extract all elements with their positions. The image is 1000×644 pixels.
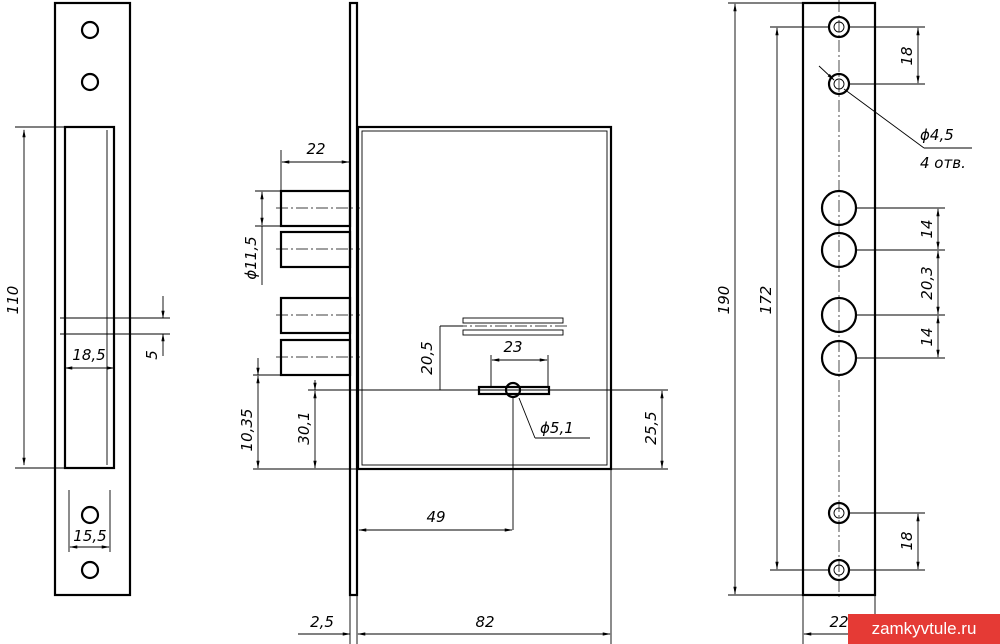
key-hole-height-label: 20,5 bbox=[418, 341, 436, 374]
strike-latch-height-label: 5 bbox=[143, 350, 161, 360]
strike-bottom-width-label: 15,5 bbox=[73, 527, 106, 545]
spindle-offset-right-label: 25,5 bbox=[642, 411, 660, 444]
spindle-offset-label: 30,1 bbox=[295, 411, 313, 444]
screw-hole-count-label: 4 отв. bbox=[920, 154, 966, 172]
bolt bbox=[279, 230, 352, 269]
lock-case-outline bbox=[356, 125, 613, 471]
body-depth-label: 82 bbox=[475, 613, 494, 631]
screw-hole bbox=[833, 507, 845, 519]
bolt-pair-gap-label: 20,3 bbox=[918, 266, 936, 299]
bottom-offset-left-label: 10,35 bbox=[238, 409, 256, 452]
strike-hole bbox=[80, 20, 100, 40]
lock-body-view: 22 ϕ11,5 20,5 23 ϕ5,1 10,35 bbox=[238, 1, 668, 644]
plate-length-label: 190 bbox=[715, 286, 733, 315]
strike-plate-outline bbox=[53, 1, 132, 597]
bolt bbox=[279, 189, 352, 228]
spindle-bar bbox=[477, 385, 551, 396]
screw-hole bbox=[833, 564, 845, 576]
key-width-label: 23 bbox=[503, 338, 522, 356]
hole-pitch-label: 172 bbox=[757, 286, 775, 315]
strike-hole bbox=[80, 560, 100, 580]
bolt bbox=[279, 338, 352, 377]
screw-hole bbox=[833, 78, 845, 90]
watermark-badge: zamkyvtule.ru bbox=[848, 614, 1000, 644]
backset-label: 49 bbox=[426, 508, 445, 526]
strike-height-label: 110 bbox=[4, 286, 22, 315]
bolt bbox=[279, 296, 352, 335]
screw-hole-diameter-label: ϕ4,5 bbox=[920, 126, 954, 144]
strike-slot-outline bbox=[63, 125, 116, 470]
faceplate-thickness-label: 2,5 bbox=[310, 613, 334, 631]
bottom-hole-spacing-label: 18 bbox=[898, 531, 916, 550]
bolt-spacing-upper-label: 14 bbox=[918, 219, 936, 238]
strike-slot-width-label: 18,5 bbox=[72, 346, 105, 364]
strike-hole bbox=[80, 72, 100, 92]
spindle-diameter-label: ϕ5,1 bbox=[540, 419, 574, 437]
bolt-spacing-lower-label: 14 bbox=[918, 327, 936, 346]
faceplate-width-label: 22 bbox=[829, 613, 848, 631]
bolt-diameter-label: ϕ11,5 bbox=[242, 236, 260, 279]
top-hole-spacing-label: 18 bbox=[898, 46, 916, 65]
screw-hole bbox=[833, 21, 845, 33]
strike-plate-view: 110 18,5 5 15,5 bbox=[4, 1, 170, 597]
strike-hole bbox=[80, 505, 100, 525]
bolt-projection-label: 22 bbox=[306, 140, 325, 158]
faceplate-view: 190 172 18 ϕ4,5 4 отв. 14 20,3 14 18 bbox=[715, 0, 972, 644]
